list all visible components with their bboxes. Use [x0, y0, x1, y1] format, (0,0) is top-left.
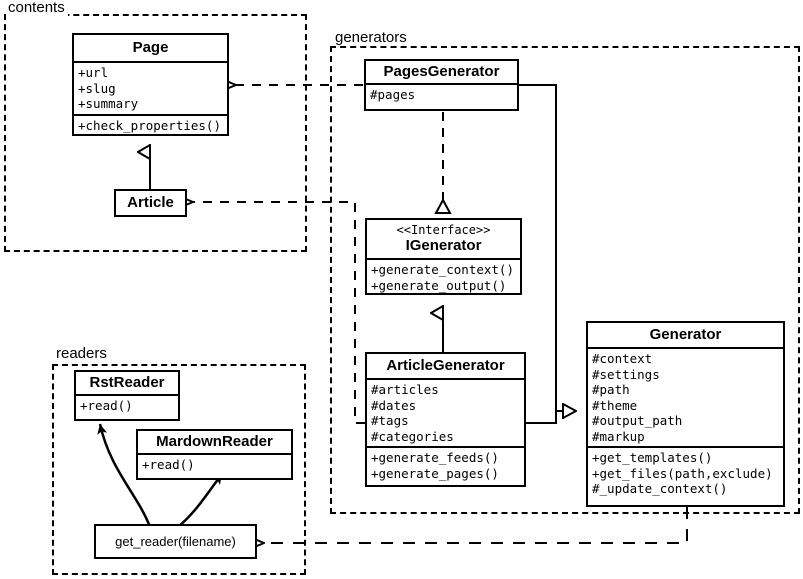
method: +generate_output(): [371, 277, 507, 293]
package-readers: [52, 364, 306, 575]
method: #_update_context(): [592, 481, 728, 496]
class-mardown-reader-name: MardownReader: [156, 433, 273, 450]
method: +get_files(path,exclude): [592, 465, 773, 481]
attribute: #tags: [371, 413, 409, 428]
class-page-name: Page: [132, 39, 169, 56]
package-generators-label: generators: [333, 30, 410, 46]
method: +read(): [142, 457, 195, 472]
method: +get_templates(): [592, 450, 713, 465]
attribute: +summary: [78, 96, 139, 111]
class-page-attributes: +url +slug +summary: [74, 61, 227, 114]
attribute: #markup: [592, 428, 645, 444]
attribute: #dates: [371, 397, 417, 413]
function-get-reader-label: get_reader(filename): [115, 534, 236, 549]
class-rst-reader-methods: +read(): [76, 394, 178, 416]
method: +generate_pages(): [371, 465, 499, 481]
class-pages-generator[interactable]: PagesGenerator #pages: [364, 59, 519, 111]
attribute: #categories: [371, 428, 454, 444]
attribute: #theme: [592, 397, 638, 413]
class-article-generator-methods: +generate_feeds() +generate_pages(): [367, 446, 524, 483]
attribute: +slug: [78, 80, 116, 96]
class-igenerator-name: <<Interface>> IGenerator: [367, 220, 520, 258]
attribute: #output_path: [592, 413, 683, 428]
package-readers-label: readers: [54, 346, 110, 362]
package-contents: [4, 14, 307, 252]
class-igenerator[interactable]: <<Interface>> IGenerator +generate_conte…: [365, 218, 522, 295]
package-contents-label: contents: [6, 0, 68, 16]
attribute: #settings: [592, 366, 660, 382]
method: +generate_feeds(): [371, 450, 499, 465]
class-generator-methods: +get_templates() +get_files(path,exclude…: [588, 446, 783, 499]
class-igenerator-methods: +generate_context() +generate_output(): [367, 258, 520, 295]
attribute: #articles: [371, 382, 439, 397]
attribute: #path: [592, 382, 630, 397]
attribute: +url: [78, 65, 109, 80]
class-generator-attributes: #context #settings #path #theme #output_…: [588, 347, 783, 446]
class-pages-generator-name: PagesGenerator: [383, 63, 500, 80]
class-igenerator-stereotype: <<Interface>>: [396, 223, 491, 237]
method: +generate_context(): [371, 262, 514, 277]
class-igenerator-title: IGenerator: [405, 237, 482, 254]
class-rst-reader[interactable]: RstReader +read(): [74, 370, 180, 421]
class-pages-generator-attributes: #pages: [366, 83, 517, 105]
class-article-generator[interactable]: ArticleGenerator #articles #dates #tags …: [365, 352, 526, 487]
attribute: #pages: [370, 87, 416, 102]
method: +read(): [80, 398, 133, 413]
class-article-generator-name: ArticleGenerator: [386, 357, 505, 374]
class-article-name: Article: [127, 194, 174, 211]
class-mardown-reader-methods: +read(): [138, 453, 291, 475]
package-generators: [330, 46, 800, 514]
attribute: #context: [592, 351, 653, 366]
class-page[interactable]: Page +url +slug +summary +check_properti…: [72, 33, 229, 136]
class-generator[interactable]: Generator #context #settings #path #them…: [586, 321, 785, 507]
function-get-reader[interactable]: get_reader(filename): [94, 524, 257, 559]
method: +check_properties(): [78, 117, 221, 133]
class-mardown-reader[interactable]: MardownReader +read(): [136, 429, 293, 480]
class-generator-name: Generator: [649, 326, 722, 343]
class-rst-reader-name: RstReader: [89, 374, 165, 391]
class-article-generator-attributes: #articles #dates #tags #categories: [367, 378, 524, 446]
class-page-methods: +check_properties(): [74, 113, 227, 136]
class-article[interactable]: Article: [114, 189, 187, 217]
